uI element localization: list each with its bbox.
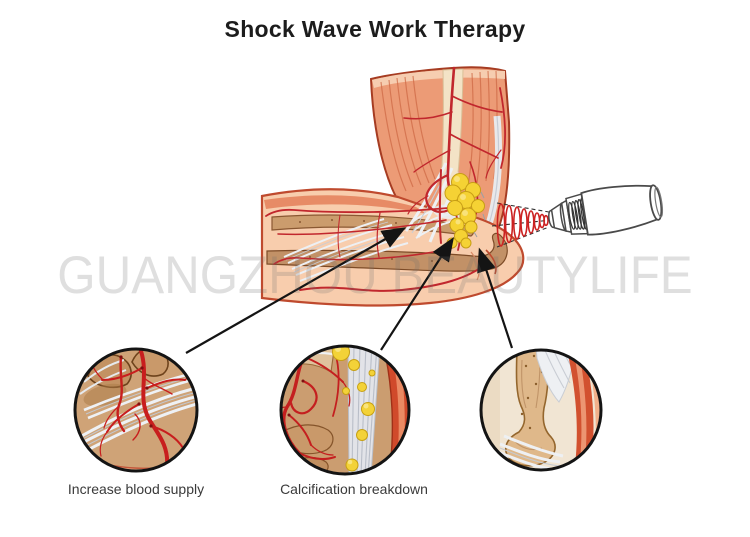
calcification-deposits [444,173,486,249]
pointer-arrows [185,227,514,354]
detail-circle-blood-supply [73,347,199,473]
elbow-anatomy-illustration [260,66,525,307]
shockwave-waves [491,202,553,248]
page-title: Shock Wave Work Therapy [224,16,526,42]
shockwave-device [548,184,664,236]
arrow-to-calcification [380,236,454,351]
arrow-to-elbow-edge [477,247,514,349]
label-calcification-breakdown: Calcification breakdown [280,481,428,497]
label-increase-blood-supply: Increase blood supply [67,481,205,497]
arrow-to-joint [185,227,407,354]
detail-circle-calcification [279,344,411,476]
detail-circle-joint [479,348,603,472]
